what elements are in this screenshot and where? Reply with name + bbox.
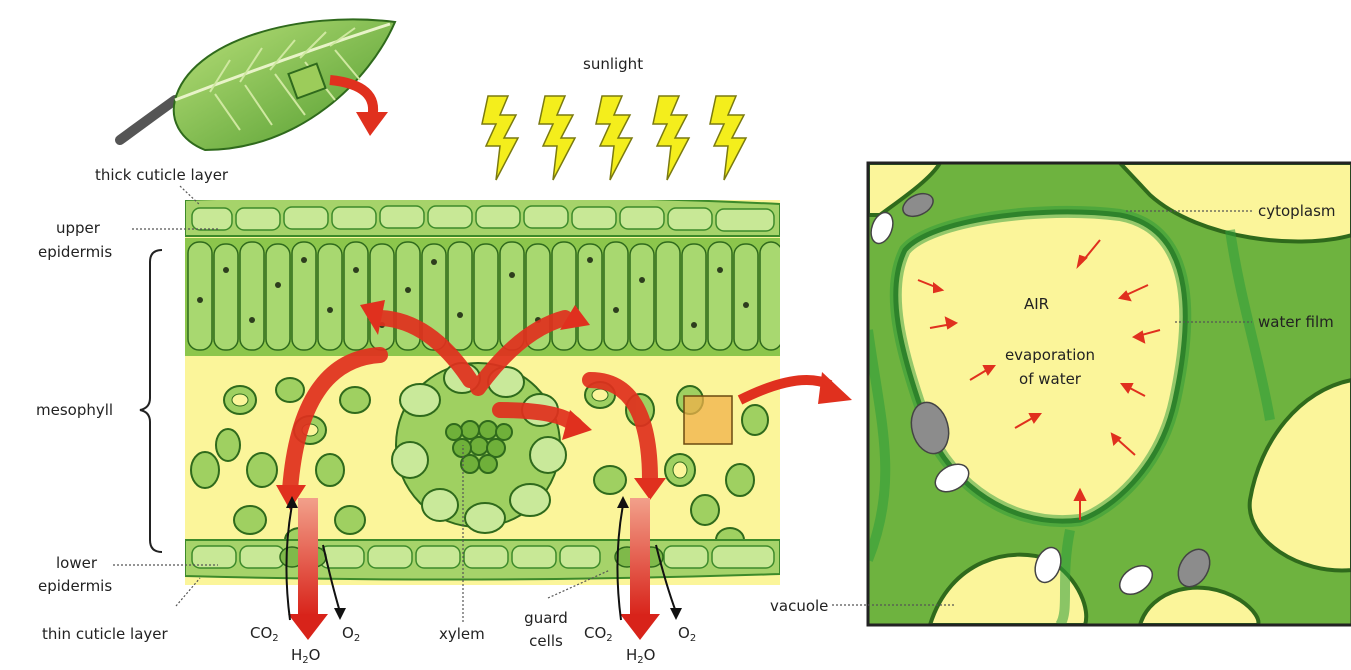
- water-film-label: water film: [1258, 313, 1334, 331]
- upper-epidermis-label-line2: epidermis: [38, 243, 112, 261]
- air-label: AIR: [1024, 295, 1049, 313]
- guard-cells-label-line2: cells: [521, 632, 571, 650]
- vacuole-label: vacuole: [770, 597, 828, 615]
- lower-epidermis-label-line1: lower: [56, 554, 97, 572]
- co2-label-left: CO2: [250, 624, 279, 648]
- sunlight-bolt: [710, 96, 746, 180]
- evaporation-label-line2: of water: [990, 370, 1110, 388]
- xylem-label: xylem: [439, 625, 485, 643]
- mesophyll-brace: [140, 250, 162, 552]
- sunlight-bolt: [482, 96, 518, 180]
- zoom-region: [684, 396, 732, 444]
- o2-label-right: O2: [678, 624, 696, 648]
- palisade-cells: [188, 242, 782, 350]
- sunlight-rays: [482, 96, 746, 180]
- co2-label-right: CO2: [584, 624, 613, 648]
- mesophyll-label: mesophyll: [36, 401, 113, 419]
- lower-epidermis-label-line2: epidermis: [38, 577, 112, 595]
- zoom-arrow-leaf-head: [356, 112, 388, 136]
- h2o-label-right: H2O: [626, 646, 655, 670]
- evaporation-label-line1: evaporation: [990, 346, 1110, 364]
- zoom-arrow-cross-head: [818, 372, 852, 404]
- o2-label-left: O2: [342, 624, 360, 648]
- guard-cells-label-line1: guard: [521, 609, 571, 627]
- upper-epidermis-label-line1: upper: [56, 219, 100, 237]
- thin-cuticle-label: thin cuticle layer: [42, 625, 168, 643]
- cytoplasm-label: cytoplasm: [1258, 202, 1336, 220]
- sunlight-bolt: [539, 96, 575, 180]
- sunlight-label: sunlight: [583, 55, 643, 73]
- zoomed-cell-panel: [867, 163, 1351, 625]
- h2o-label-left: H2O: [291, 646, 320, 670]
- thick-cuticle-label: thick cuticle layer: [95, 166, 228, 184]
- sunlight-bolt: [596, 96, 632, 180]
- sunlight-bolt: [653, 96, 689, 180]
